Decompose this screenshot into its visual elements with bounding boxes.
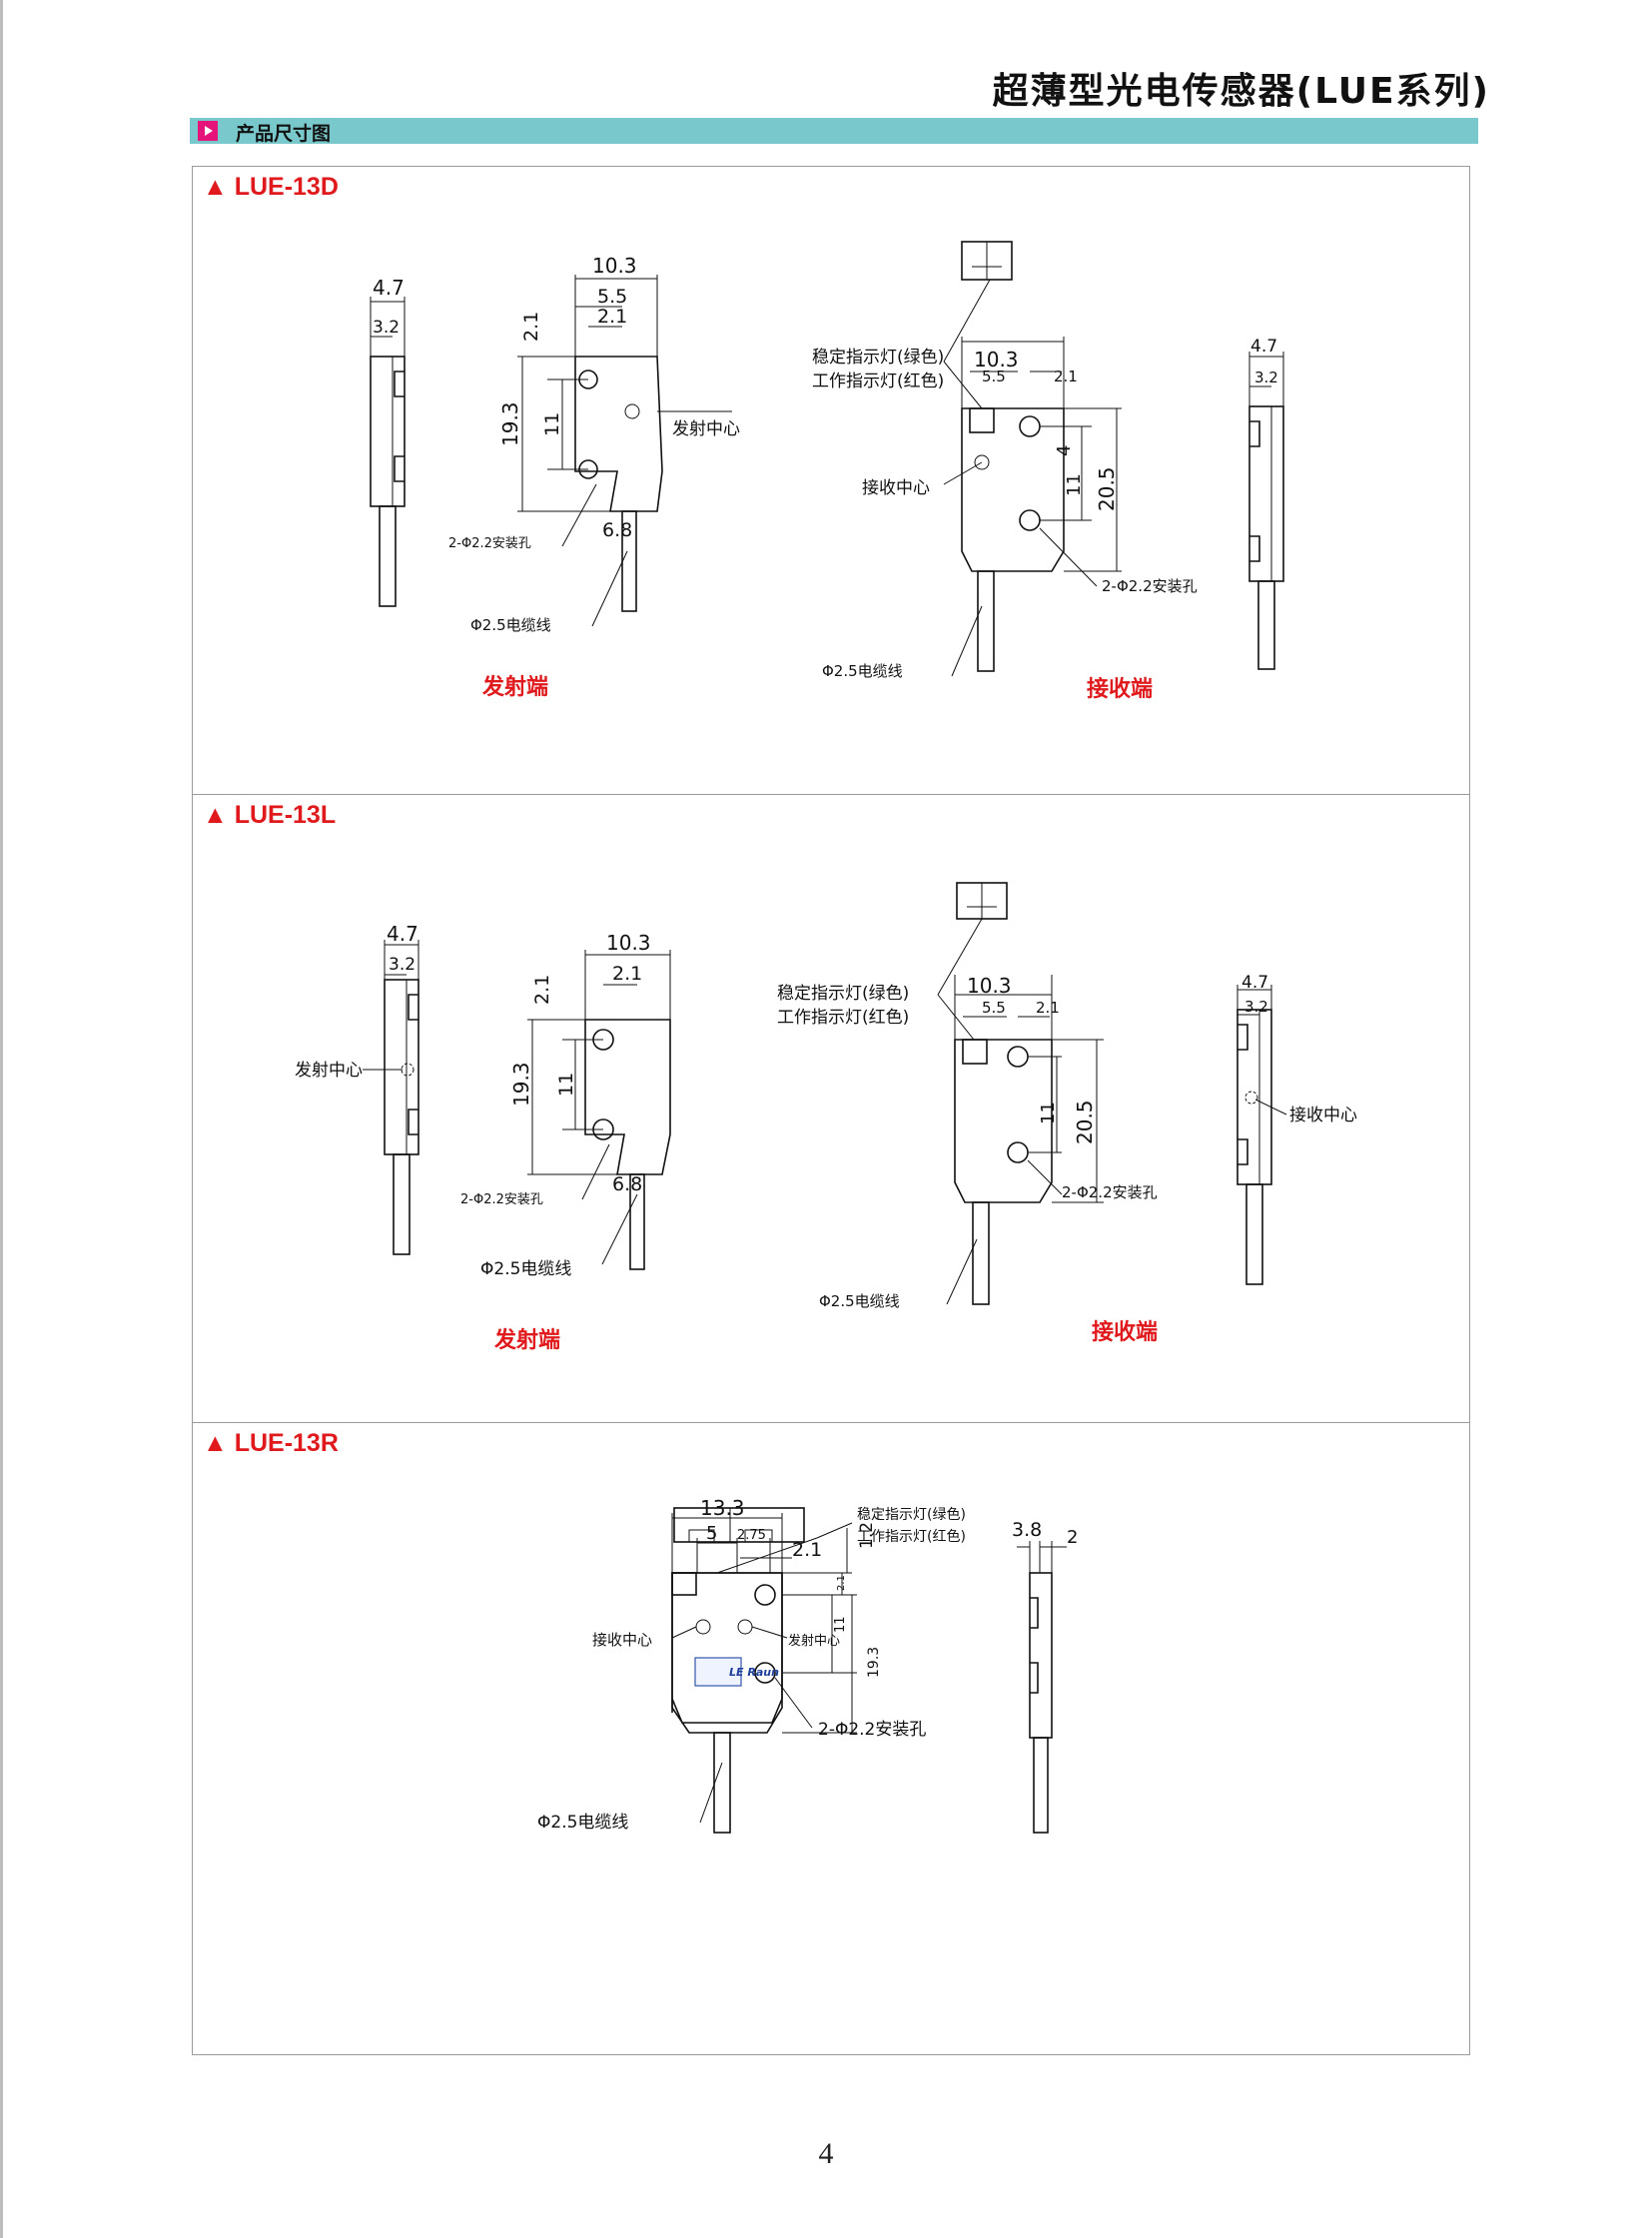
rx-dim-5-5: 5.5 bbox=[982, 999, 1006, 1017]
dim-2-1-vertical: 2.1 bbox=[531, 975, 553, 1005]
cable-label: Φ2.5电缆线 bbox=[470, 616, 551, 634]
receiver-caption: 接收端 bbox=[1092, 1319, 1158, 1345]
dim-width: 10.3 bbox=[606, 931, 651, 955]
document-title: 超薄型光电传感器(LUE系列) bbox=[992, 71, 1490, 112]
led-green-label: 稳定指示灯(绿色) bbox=[857, 1506, 966, 1523]
mounting-holes-label: 2-Φ2.2安装孔 bbox=[448, 536, 531, 551]
receiver-center-label: 接收中心 bbox=[592, 1631, 652, 1649]
rx-dim-2-1: 2.1 bbox=[1036, 999, 1060, 1017]
model-heading: ▲ LUE-13D bbox=[203, 173, 339, 201]
dim-thickness: 4.7 bbox=[373, 276, 405, 300]
emitter-side-view bbox=[370, 297, 406, 607]
model-heading: ▲ LUE-13L bbox=[203, 801, 337, 829]
side-dim-thickness: 3.8 bbox=[1012, 1519, 1042, 1541]
receiver-center-label: 接收中心 bbox=[862, 478, 930, 498]
rx-dim-hole-span: 11 bbox=[1064, 473, 1085, 496]
emitter-caption: 发射端 bbox=[493, 1327, 560, 1353]
receiver-front-view bbox=[943, 241, 1122, 677]
dim-2-1: 2.1 bbox=[792, 1539, 822, 1561]
led-red-label: 工作指示灯(红色) bbox=[777, 1008, 909, 1028]
rx-dim-width: 10.3 bbox=[967, 974, 1012, 998]
receiver-center-label: 接收中心 bbox=[1289, 1106, 1357, 1125]
panel-lue-13l: ▲ LUE-13L 4.7 3.2 发射中心 bbox=[192, 794, 1470, 1423]
unit-front-view bbox=[671, 1507, 857, 1834]
rx-dim-thickness: 4.7 bbox=[1241, 973, 1268, 993]
rx-mounting-holes-label: 2-Φ2.2安装孔 bbox=[1102, 577, 1198, 595]
emitter-center-label: 发射中心 bbox=[672, 419, 740, 439]
dim-hole-span: 11 bbox=[833, 1616, 848, 1633]
mounting-holes-label: 2-Φ2.2安装孔 bbox=[818, 1720, 926, 1740]
rx-dim-2-1: 2.1 bbox=[1054, 368, 1078, 385]
emitter-caption: 发射端 bbox=[481, 674, 548, 700]
rx-dim-thickness: 4.7 bbox=[1250, 337, 1277, 357]
dim-2-1-horizontal: 2.1 bbox=[597, 306, 627, 328]
rx-dim-height: 20.5 bbox=[1095, 466, 1119, 511]
dim-2-1-vertical: 2.1 bbox=[520, 312, 542, 342]
emitter-front-view bbox=[517, 275, 732, 627]
led-green-label: 稳定指示灯(绿色) bbox=[812, 348, 944, 368]
dim-thickness: 4.7 bbox=[387, 922, 418, 946]
receiver-side-view bbox=[1237, 985, 1287, 1285]
dim-height: 19.3 bbox=[866, 1647, 882, 1678]
dim-hole-span: 11 bbox=[541, 412, 563, 436]
rx-dim-4: 4 bbox=[1054, 445, 1075, 456]
page-left-rule bbox=[0, 0, 3, 2238]
dim-inner: 3.2 bbox=[389, 955, 415, 975]
led-red-label: 工作指示灯(红色) bbox=[812, 372, 944, 391]
drawing-lue-13d: 4.7 3.2 10.3 5.5 2.1 2.1 19 bbox=[370, 241, 1284, 702]
led-red-label: 工作指示灯(红色) bbox=[857, 1528, 966, 1545]
rx-dim-hole-span: 11 bbox=[1038, 1102, 1059, 1124]
dim-2-1-horizontal: 2.1 bbox=[612, 963, 642, 985]
emitter-center-label: 发射中心 bbox=[295, 1061, 363, 1081]
rx-dim-inner: 3.2 bbox=[1244, 998, 1268, 1016]
mounting-holes-label: 2-Φ2.2安装孔 bbox=[460, 1192, 543, 1207]
page-number: 4 bbox=[818, 2137, 834, 2170]
receiver-caption: 接收端 bbox=[1087, 676, 1153, 702]
dim-width: 13.3 bbox=[700, 1496, 745, 1520]
play-marker-icon bbox=[198, 121, 218, 141]
unit-side-view bbox=[1017, 1541, 1067, 1834]
dim-inner: 3.2 bbox=[373, 318, 400, 338]
dim-2-75: 2.75 bbox=[737, 1528, 766, 1543]
dim-2-1-vertical: 2.1 bbox=[836, 1575, 847, 1591]
rx-dim-width: 10.3 bbox=[974, 348, 1019, 372]
dim-5: 5 bbox=[706, 1523, 717, 1544]
rx-cable-label: Φ2.5电缆线 bbox=[822, 662, 903, 680]
drawing-lue-13r: LE Raun 13.3 5 2.75 2.1 1.2 2.1 11 19.3 … bbox=[537, 1496, 1078, 1834]
led-green-label: 稳定指示灯(绿色) bbox=[777, 984, 909, 1004]
rx-dim-5-5: 5.5 bbox=[982, 368, 1006, 385]
emitter-center-label: 发射中心 bbox=[788, 1633, 840, 1649]
rx-dim-inner: 3.2 bbox=[1254, 369, 1278, 386]
cable-label: Φ2.5电缆线 bbox=[480, 1259, 571, 1279]
dim-1-2: 1.2 bbox=[857, 1522, 877, 1549]
dim-5-5: 5.5 bbox=[597, 286, 627, 308]
section-label: 产品尺寸图 bbox=[236, 123, 332, 145]
dim-6-8: 6.8 bbox=[602, 519, 632, 541]
brand-logo-text: LE Raun bbox=[729, 1666, 779, 1679]
rx-mounting-holes-label: 2-Φ2.2安装孔 bbox=[1062, 1183, 1158, 1201]
receiver-front-view bbox=[937, 882, 1104, 1305]
dim-height: 19.3 bbox=[509, 1062, 533, 1107]
dim-width: 10.3 bbox=[592, 254, 637, 278]
drawing-lue-13l: 4.7 3.2 发射中心 10.3 2.1 2.1 19.3 11 6.8 2-… bbox=[295, 882, 1357, 1353]
panel-lue-13r: ▲ LUE-13R bbox=[192, 1422, 1470, 2055]
side-dim-inner: 2 bbox=[1067, 1527, 1078, 1548]
rx-cable-label: Φ2.5电缆线 bbox=[819, 1292, 900, 1310]
receiver-side-view bbox=[1248, 352, 1284, 670]
panel-lue-13d: ▲ LUE-13D 4.7 3.2 bbox=[192, 166, 1470, 795]
emitter-side-view bbox=[363, 940, 419, 1255]
emitter-front-view bbox=[527, 950, 671, 1270]
model-heading: ▲ LUE-13R bbox=[203, 1429, 339, 1457]
rx-dim-height: 20.5 bbox=[1073, 1100, 1097, 1144]
dim-6-8: 6.8 bbox=[612, 1173, 642, 1195]
dim-hole-span: 11 bbox=[555, 1073, 577, 1097]
cable-label: Φ2.5电缆线 bbox=[537, 1813, 628, 1833]
section-header-bar: 产品尺寸图 bbox=[190, 118, 1478, 145]
dim-height: 19.3 bbox=[498, 401, 522, 446]
